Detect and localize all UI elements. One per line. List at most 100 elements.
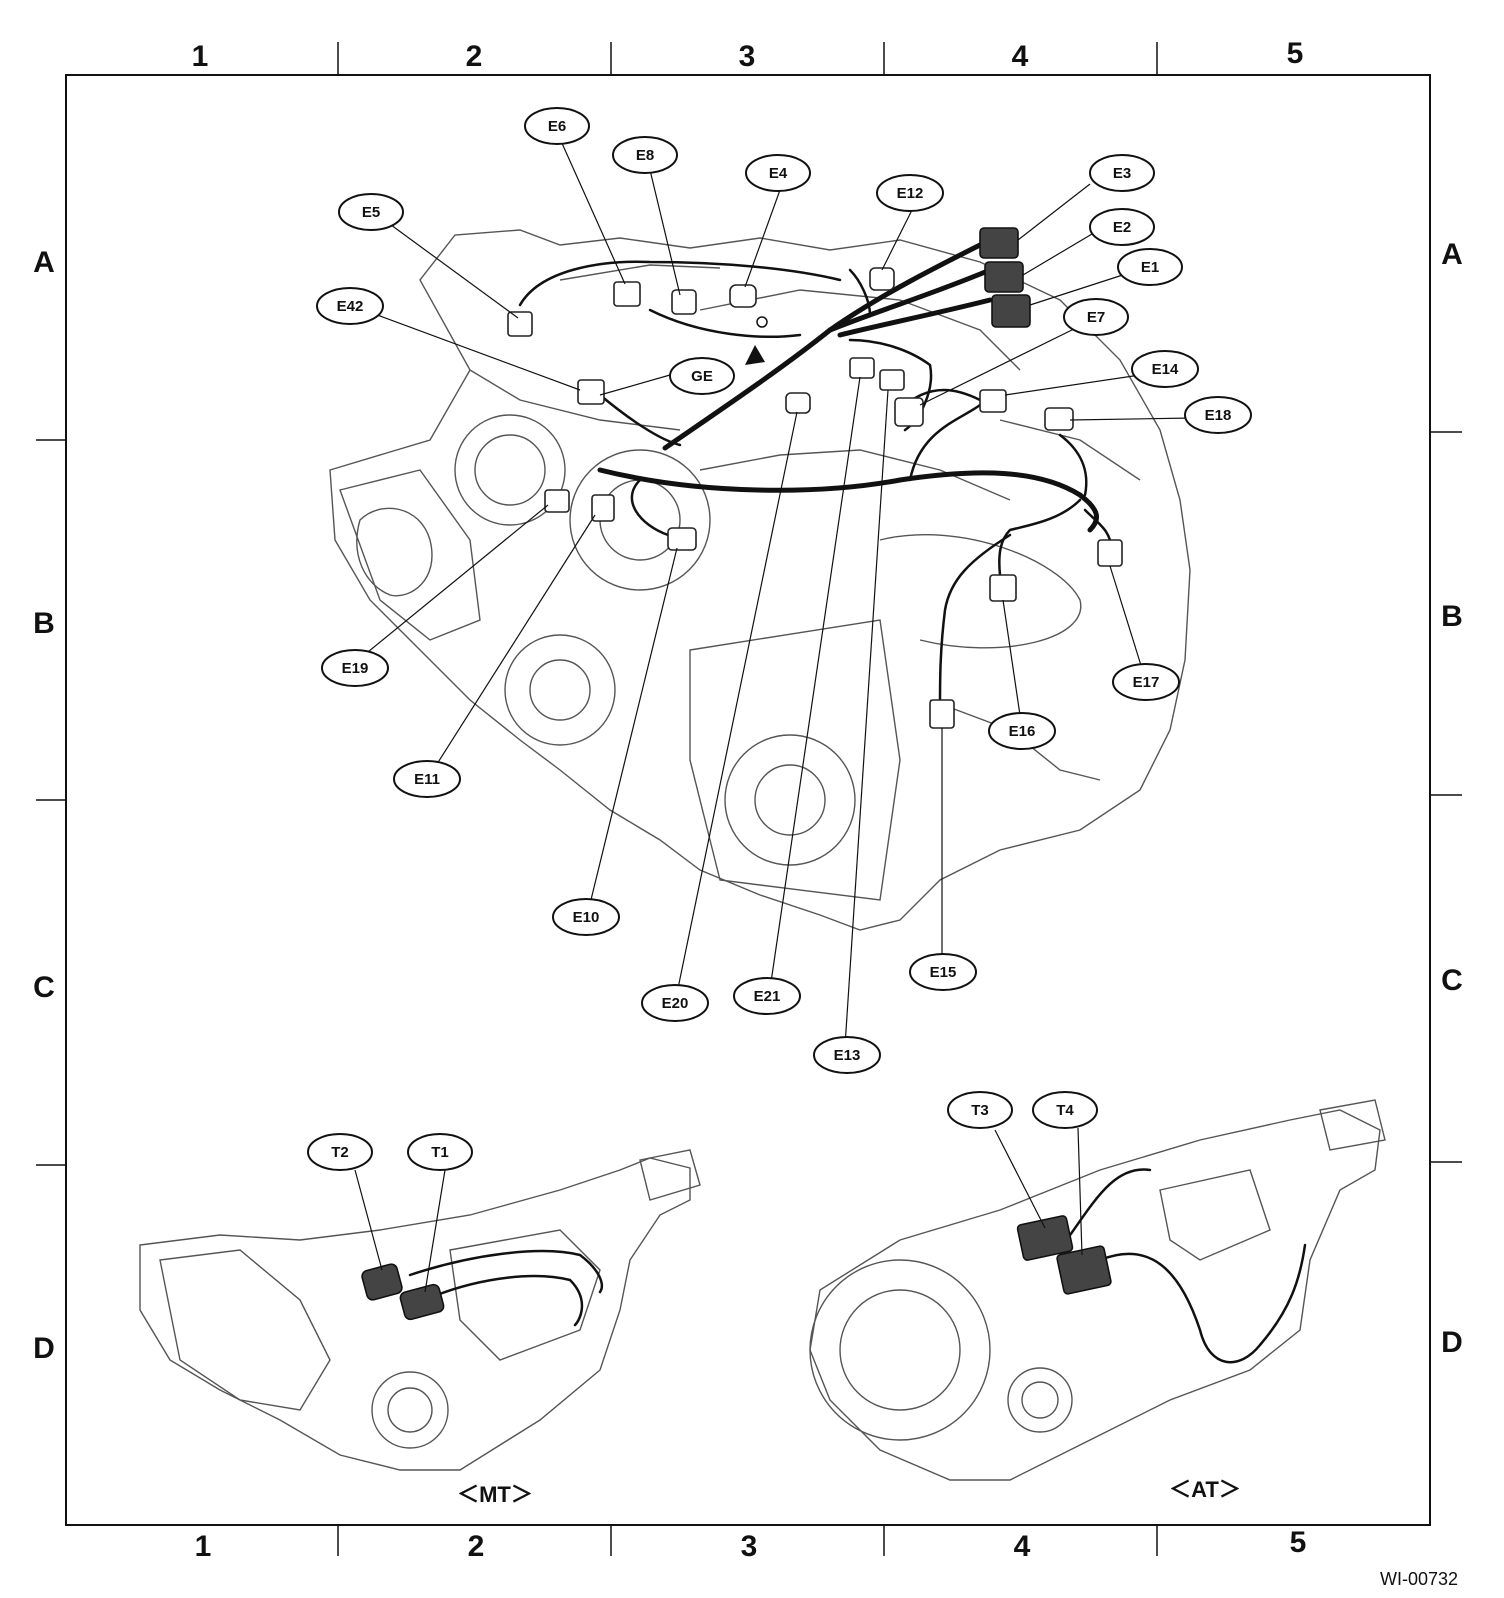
connector-E42 bbox=[577, 379, 605, 405]
callout-E6: E6 bbox=[524, 107, 590, 145]
grid-ticks-top bbox=[337, 42, 1158, 75]
connector-E18 bbox=[1044, 407, 1074, 431]
grid-col-1-top: 1 bbox=[192, 40, 209, 73]
callout-E10: E10 bbox=[552, 898, 620, 936]
callout-E16: E16 bbox=[988, 712, 1056, 750]
callout-E5: E5 bbox=[338, 193, 404, 231]
callout-E21-label: E21 bbox=[754, 988, 781, 1005]
grid-col-3-top: 3 bbox=[739, 40, 756, 73]
grid-ticks-right bbox=[1430, 431, 1462, 1163]
callout-GE: GE bbox=[669, 357, 735, 395]
grid-ticks-bottom bbox=[337, 1525, 1158, 1556]
callout-E19-label: E19 bbox=[342, 660, 369, 677]
connector-E2 bbox=[984, 261, 1024, 293]
at-harness bbox=[1066, 1168, 1307, 1364]
callout-T2: T2 bbox=[307, 1133, 373, 1171]
callout-E3-label: E3 bbox=[1113, 165, 1131, 182]
callout-E2: E2 bbox=[1089, 208, 1155, 246]
callout-E12: E12 bbox=[876, 174, 944, 212]
callouts: E5 E6 E8 E4 E12 E3 E2 E1 E42 GE E7 E14 E… bbox=[307, 107, 1252, 1171]
grid-col-4-top: 4 bbox=[1012, 40, 1029, 73]
callout-E14: E14 bbox=[1131, 350, 1199, 388]
connector-E15 bbox=[929, 699, 955, 729]
grid-col-2-bottom: 2 bbox=[468, 1530, 485, 1563]
connector-E11 bbox=[591, 494, 615, 522]
connector-E12 bbox=[869, 267, 895, 291]
connector-E6 bbox=[613, 281, 641, 307]
callout-T1: T1 bbox=[407, 1133, 473, 1171]
grid-row-C-right: C bbox=[1441, 964, 1463, 997]
callout-E15: E15 bbox=[909, 953, 977, 991]
callout-E12-label: E12 bbox=[897, 185, 924, 202]
grid-col-4-bottom: 4 bbox=[1014, 1530, 1031, 1563]
ground-terminal bbox=[756, 316, 768, 328]
connector-E13 bbox=[879, 369, 905, 391]
callout-E18: E18 bbox=[1184, 396, 1252, 434]
arrow-marker bbox=[745, 345, 765, 365]
grid-row-A-left: A bbox=[33, 246, 55, 279]
grid-col-5-top: 5 bbox=[1287, 37, 1304, 70]
grid-col-3-bottom: 3 bbox=[741, 1530, 758, 1563]
callout-E19: E19 bbox=[321, 649, 389, 687]
drawing-id: WI-00732 bbox=[1380, 1569, 1458, 1589]
engine-drawing bbox=[329, 229, 1191, 931]
callout-T2-label: T2 bbox=[331, 1144, 349, 1161]
connector-E4 bbox=[729, 284, 757, 308]
callout-E2-label: E2 bbox=[1113, 219, 1131, 236]
mt-transmission-drawing bbox=[139, 1149, 701, 1471]
at-transmission-drawing bbox=[809, 1099, 1386, 1481]
callout-T1-label: T1 bbox=[431, 1144, 449, 1161]
callout-E21: E21 bbox=[733, 977, 801, 1015]
connector-E5 bbox=[507, 311, 533, 337]
callout-E18-label: E18 bbox=[1205, 407, 1232, 424]
connector-E14 bbox=[979, 389, 1007, 413]
connector-E7 bbox=[894, 397, 924, 427]
callout-GE-label: GE bbox=[691, 368, 713, 385]
grid-row-B-left: B bbox=[33, 607, 55, 640]
callout-E17-label: E17 bbox=[1133, 674, 1160, 691]
callout-E20-label: E20 bbox=[662, 995, 689, 1012]
callout-E15-label: E15 bbox=[930, 964, 957, 981]
caption-mt: ＜MT＞ bbox=[457, 1482, 533, 1507]
callout-E14-label: E14 bbox=[1152, 361, 1179, 378]
grid-row-B-right: B bbox=[1441, 600, 1463, 633]
callout-E42: E42 bbox=[316, 287, 384, 325]
mt-harness bbox=[408, 1249, 604, 1327]
grid-row-D-left: D bbox=[33, 1332, 55, 1365]
callout-E20: E20 bbox=[641, 984, 709, 1022]
connector-T4 bbox=[1056, 1245, 1112, 1295]
callout-E3: E3 bbox=[1089, 154, 1155, 192]
engine-harness bbox=[518, 237, 1114, 707]
connector-E8 bbox=[671, 289, 697, 315]
connector-E17 bbox=[1097, 539, 1123, 567]
connector-E10 bbox=[667, 527, 697, 551]
grid-col-5-bottom: 5 bbox=[1290, 1526, 1307, 1559]
callout-E6-label: E6 bbox=[548, 118, 566, 135]
connector-T2 bbox=[361, 1263, 403, 1301]
grid-col-2-top: 2 bbox=[466, 40, 483, 73]
grid-ticks-left bbox=[36, 439, 66, 1166]
callout-T3-label: T3 bbox=[971, 1102, 989, 1119]
grid-col-1-bottom: 1 bbox=[195, 1530, 212, 1563]
connector-E21 bbox=[849, 357, 875, 379]
callout-E16-label: E16 bbox=[1009, 723, 1036, 740]
callout-T4: T4 bbox=[1032, 1091, 1098, 1129]
callout-E11-label: E11 bbox=[414, 771, 440, 788]
callout-E1-label: E1 bbox=[1141, 259, 1159, 276]
callout-E8-label: E8 bbox=[636, 147, 654, 164]
connector-E1 bbox=[991, 294, 1031, 328]
callout-E13-label: E13 bbox=[834, 1047, 861, 1064]
callout-E42-label: E42 bbox=[337, 298, 364, 315]
grid-row-D-right: D bbox=[1441, 1326, 1463, 1359]
callout-E7-label: E7 bbox=[1087, 309, 1105, 326]
connector-E16 bbox=[989, 574, 1017, 602]
callout-E10-label: E10 bbox=[573, 909, 600, 926]
connector-E19 bbox=[544, 489, 570, 513]
callout-E5-label: E5 bbox=[362, 204, 380, 221]
callout-E17: E17 bbox=[1112, 663, 1180, 701]
callout-E1: E1 bbox=[1117, 248, 1183, 286]
grid-row-C-left: C bbox=[33, 971, 55, 1004]
callout-E7: E7 bbox=[1063, 298, 1129, 336]
callout-E4: E4 bbox=[745, 154, 811, 192]
